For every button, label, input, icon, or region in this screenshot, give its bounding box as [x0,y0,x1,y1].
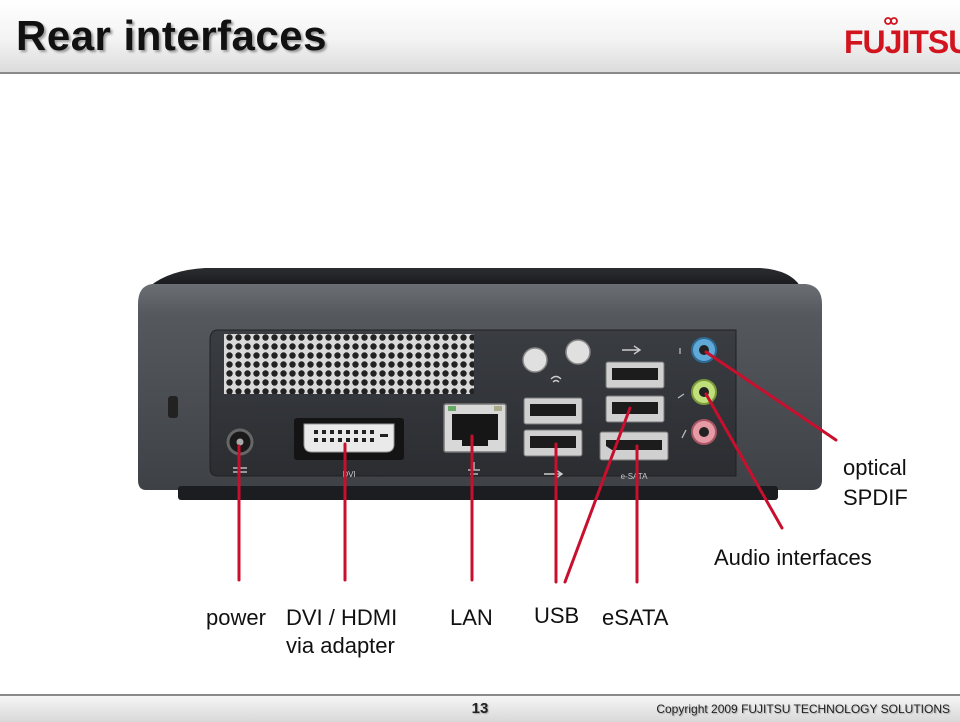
page-number: 13 [471,700,489,717]
vent-grille [224,334,474,394]
label-lan: LAN [450,605,493,630]
pointer-usb-right [563,406,632,584]
label-dvi-line2: via adapter [286,633,395,658]
label-power: power [206,605,266,630]
esata-marking: e-SATA [621,472,648,481]
device-foot [178,486,778,500]
pointer-lines [237,350,838,584]
label-optical-line2: SPDIF [843,485,908,510]
wifi-icon [550,375,562,383]
title-bar: Rear interfaces FUJITSU [0,0,960,74]
usb-icon-top [622,345,642,355]
antenna-knob-left [522,347,548,373]
usb-icon-bottom [544,469,564,479]
slide-footer: 13 Copyright 2009 FUJITSU TECHNOLOGY SOL… [0,694,960,722]
fujitsu-logo: FUJITSU [844,16,960,60]
antenna-knob-right [565,339,591,365]
copyright-notice: Copyright 2009 FUJITSU TECHNOLOGY SOLUTI… [656,702,950,716]
pointer-audio [704,392,784,530]
logo-infinity-icon [884,17,898,25]
label-optical-line1: optical [843,455,907,480]
audio-marking-icons [677,348,687,439]
label-esata: eSATA [602,605,669,630]
label-dvi-line1: DVI / HDMI [286,605,398,630]
label-audio-interfaces: Audio interfaces [714,545,872,570]
dvi-marking: DVI [342,470,355,479]
pointer-optical [704,350,838,442]
slide-title: Rear interfaces [16,12,327,59]
label-usb: USB [534,603,580,628]
kensington-slot [168,396,178,418]
device-top-lid [150,268,800,286]
logo-text: FUJITSU [844,24,960,60]
